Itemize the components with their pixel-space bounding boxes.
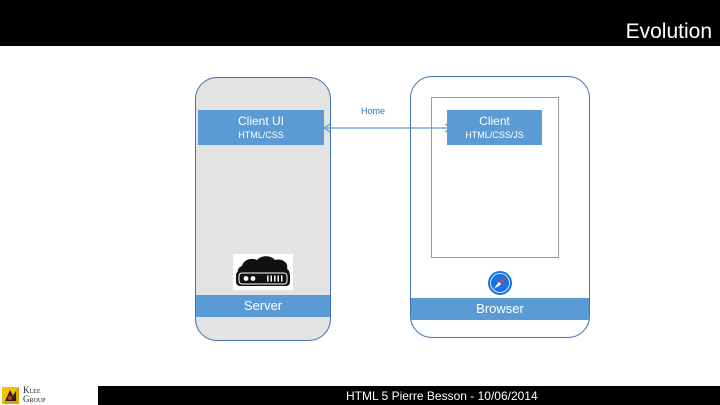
logo-text: Klee Group [23,386,46,404]
klee-group-logo: Klee Group [0,386,70,405]
client-subtitle: HTML/CSS/JS [465,130,524,140]
home-label: Home [361,106,386,116]
server-label: Server [196,295,330,317]
client-box: Client HTML/CSS/JS [447,110,542,145]
logo-line-1: Klee [23,385,41,395]
client-ui-subtitle: HTML/CSS [238,130,284,140]
klee-logo-icon [2,387,19,404]
bidirectional-arrow [320,120,455,136]
title-bar: Evolution [0,0,720,46]
client-ui-box: Client UI HTML/CSS [198,110,324,145]
footer-text: HTML 5 Pierre Besson - 10/06/2014 [346,389,538,403]
slide-title: Evolution [625,20,712,43]
browser-label: Browser [411,298,589,320]
safari-compass-icon [487,270,513,296]
logo-line-2: Group [23,394,46,404]
server-cloud-icon [233,254,293,290]
footer-bar: HTML 5 Pierre Besson - 10/06/2014 [98,386,720,405]
client-title: Client [479,114,510,128]
client-ui-title: Client UI [237,114,284,128]
